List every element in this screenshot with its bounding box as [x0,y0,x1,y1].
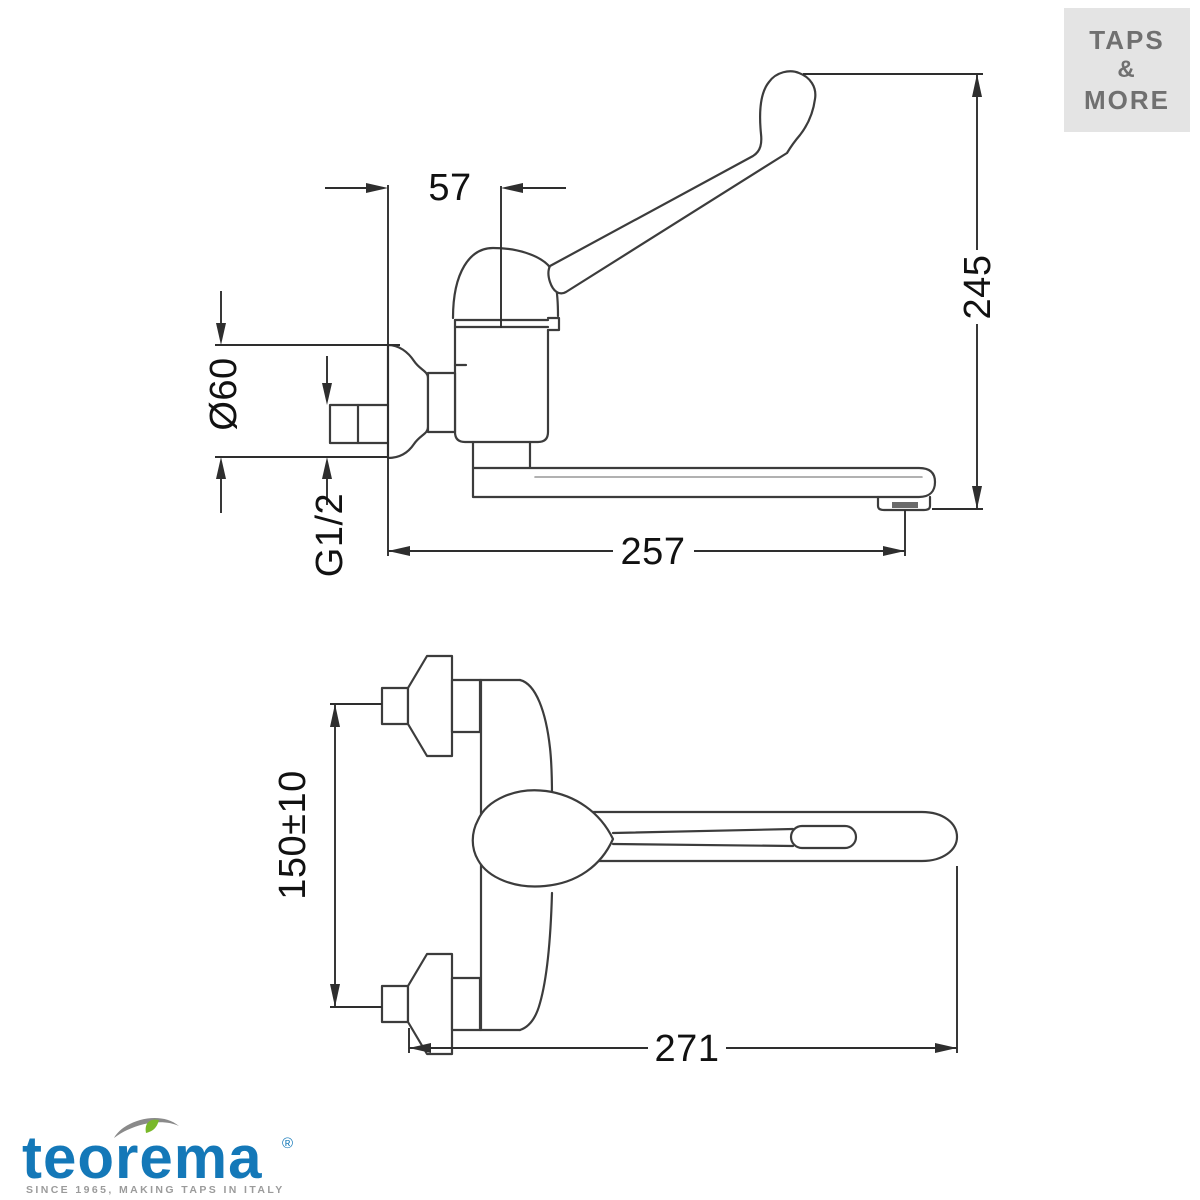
top-view-dimensions [330,703,958,1053]
dim-label-271: 271 [655,1028,720,1070]
handle-dome [451,246,560,320]
lower-inlet-nut [450,976,482,1032]
side-view-drawing [328,70,937,512]
lower-inlet-cone [406,952,454,1056]
dim-label-150: 150±10 [272,770,314,900]
body-curve-upper [518,678,554,799]
body-top-tab [546,316,561,332]
taps-and-more-badge: TAPS & MORE [1064,8,1190,132]
side-view-dimensions [215,73,983,556]
lever-arm [547,70,817,295]
spout [471,466,937,499]
aerator [876,495,932,512]
dim-label-diameter-60: Ø60 [203,357,245,430]
flange-nut [426,371,457,434]
top-view-drawing [380,654,959,1056]
mixer-body [453,318,550,444]
upper-inlet-cone [406,654,454,758]
lever-tip [789,824,858,850]
upper-inlet-stub [380,686,410,726]
badge-line-ampersand: & [1117,56,1137,83]
dim-label-g12: G1/2 [309,493,351,577]
wall-flange [386,343,430,460]
spout-top-view [568,810,959,863]
lower-inlet-stub [380,984,410,1024]
teorema-logo: teorema ® SINCE 1965, MAKING TAPS IN ITA… [14,1100,314,1200]
registered-mark: ® [282,1135,293,1152]
dim-label-257: 257 [621,531,686,573]
lever-ball [471,789,615,888]
dim-label-245: 245 [957,255,999,320]
teorema-swoosh-icon [114,1117,179,1138]
upper-inlet-nut [450,678,482,734]
badge-line-taps: TAPS [1089,25,1165,55]
teorema-tagline: SINCE 1965, MAKING TAPS IN ITALY [26,1184,285,1196]
badge-line-more: MORE [1084,85,1170,115]
dim-label-57: 57 [428,167,471,209]
teorema-wordmark: teorema [22,1124,262,1191]
body-curve-lower [518,891,554,1032]
